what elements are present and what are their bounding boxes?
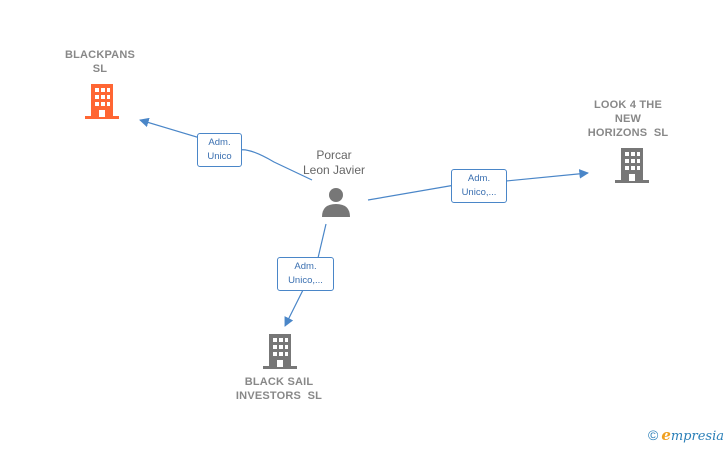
building-icon[interactable] [263, 334, 297, 370]
edge-label-look4-line1: Adm. [467, 173, 491, 184]
edge-label-blackpans-line1: Adm. [208, 137, 231, 148]
building-icon[interactable] [85, 84, 119, 120]
node-person-label[interactable]: Porcar Leon Javier [286, 148, 382, 178]
node-look4-line3: HORIZONS SL [587, 127, 669, 139]
node-blackpans-line1: BLACKPANS [64, 49, 136, 61]
node-look4-line1: LOOK 4 THE [593, 99, 662, 111]
node-look4-label[interactable]: LOOK 4 THE NEW HORIZONS SL [578, 98, 678, 140]
node-blacksail-label[interactable]: BLACK SAIL INVESTORS SL [224, 375, 334, 403]
node-blackpans-line2: SL [92, 63, 108, 75]
building-icon[interactable] [615, 148, 649, 184]
brand-logo: empresia [661, 426, 724, 444]
footer-brand: © empresia [648, 426, 724, 444]
node-person-line1: Porcar [316, 148, 352, 162]
edge-label-look4-line2: Unico,... [461, 187, 497, 198]
node-blacksail-line2: INVESTORS SL [235, 390, 323, 402]
edge-label-look4[interactable]: Adm. Unico,... [451, 169, 507, 203]
edge-to-blacksail [285, 223, 327, 326]
edge-label-blackpans[interactable]: Adm. Unico [197, 133, 242, 167]
copyright-symbol: © [647, 427, 659, 443]
edge-to-look4 [367, 173, 588, 201]
edge-label-blacksail-line2: Unico,... [288, 275, 323, 286]
person-icon[interactable] [320, 186, 352, 218]
edge-label-blacksail[interactable]: Adm. Unico,... [277, 257, 334, 291]
node-person-line2: Leon Javier [302, 163, 366, 177]
node-blacksail-line1: BLACK SAIL [244, 376, 314, 388]
node-look4-line2: NEW [614, 113, 642, 125]
node-blackpans-label[interactable]: BLACKPANS SL [52, 48, 148, 76]
edge-label-blackpans-line2: Unico [207, 151, 232, 162]
edge-label-blacksail-line1: Adm. [294, 261, 317, 272]
